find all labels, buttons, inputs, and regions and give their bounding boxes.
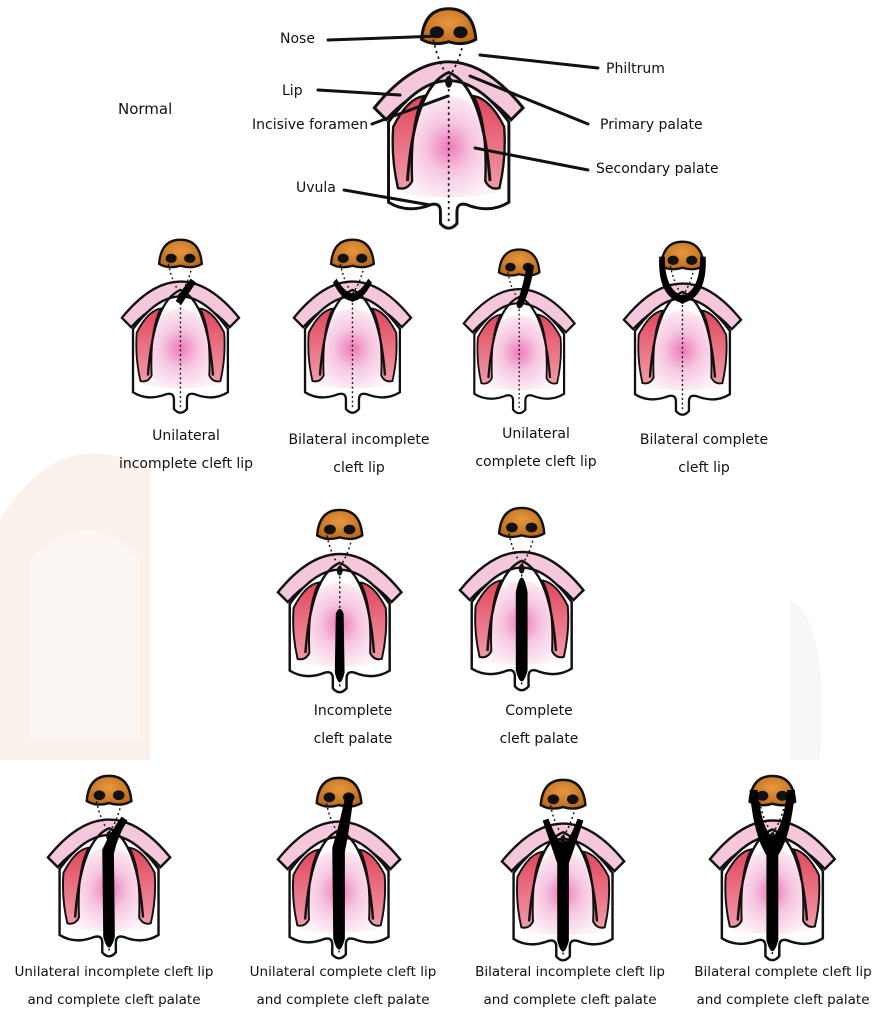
nose-shape [499,250,539,276]
leader-philtrum [480,55,598,68]
philtrum-label: Philtrum [606,61,665,77]
right-nostril [184,254,195,263]
caption-line2: and complete cleft palate [684,986,882,1014]
nose-shape [159,240,202,268]
nose-shape [499,508,544,537]
right-nostril [526,523,538,533]
figure-unilateral-incomplete-cleft-lip [122,240,239,413]
left-nostril [338,254,349,263]
caption-line1: Unilateral [456,420,616,448]
caption-incomplete-cleft-palate: Incomplete cleft palate [288,697,418,753]
left-nostril [94,790,106,800]
figure-normal [374,9,523,228]
nose-shape [661,242,704,270]
incisive-foramen-label: Incisive foramen [252,117,368,133]
caption-line2: and complete cleft palate [462,986,678,1014]
figure-bilateral-incomplete-cleft-lip [294,240,411,413]
left-nostril [668,256,679,265]
figure-unilateral-complete-cleft-lip-complete-cleft-palate [278,778,400,958]
figure-incomplete-cleft-palate [278,510,401,692]
caption-bilateral-complete-cleft-lip-complete-cleft-palate: Bilateral complete cleft lip and complet… [684,958,882,1014]
caption-line1: Bilateral incomplete [274,426,444,454]
caption-line1: Unilateral [106,422,266,450]
cleft-mark [335,609,345,683]
caption-bilateral-incomplete-cleft-lip-complete-cleft-palate: Bilateral incomplete cleft lip and compl… [462,958,678,1014]
caption-unilateral-incomplete-cleft-lip-complete-cleft-palate: Unilateral incomplete cleft lip and comp… [2,958,226,1014]
cleft-mark [516,578,528,682]
nose-shape [87,776,132,805]
right-nostril [113,790,125,800]
caption-line2: cleft palate [474,725,604,753]
normal-label: Normal [118,101,172,117]
figure-bilateral-complete-cleft-lip [624,242,741,415]
caption-line2: and complete cleft palate [238,986,448,1014]
figure-bilateral-incomplete-cleft-lip-complete-cleft-palate [502,780,624,960]
right-nostril [356,254,367,263]
uvula-label: Uvula [296,180,336,196]
left-nostril [166,254,177,263]
figure-unilateral-incomplete-cleft-lip-complete-cleft-palate [48,776,170,956]
caption-line2: complete cleft lip [456,448,616,476]
caption-line1: Incomplete [288,697,418,725]
right-nostril [686,256,697,265]
caption-bilateral-incomplete-cleft-lip: Bilateral incomplete cleft lip [274,426,444,482]
nose-shape [317,778,362,807]
caption-complete-cleft-palate: Complete cleft palate [474,697,604,753]
caption-line2: incomplete cleft lip [106,450,266,478]
caption-line2: cleft palate [288,725,418,753]
nose-label: Nose [280,31,315,47]
caption-unilateral-incomplete-cleft-lip: Unilateral incomplete cleft lip [106,422,266,478]
left-nostril [506,523,518,533]
caption-line2: cleft lip [624,454,784,482]
secondary-palate-label: Secondary palate [596,161,719,177]
primary-palate-label: Primary palate [600,117,703,133]
caption-bilateral-complete-cleft-lip: Bilateral complete cleft lip [624,426,784,482]
caption-line1: Unilateral complete cleft lip [238,958,448,986]
caption-line1: Unilateral incomplete cleft lip [2,958,226,986]
caption-unilateral-complete-cleft-lip: Unilateral complete cleft lip [456,420,616,476]
right-nostril [567,794,579,804]
right-nostril [453,26,467,38]
caption-line1: Bilateral incomplete cleft lip [462,958,678,986]
nose-shape [422,9,476,44]
incisive-foramen-dot [445,76,452,88]
caption-line1: Complete [474,697,604,725]
left-nostril [548,794,560,804]
nose-shape [331,240,374,268]
palate-figures [48,9,835,961]
caption-line2: and complete cleft palate [2,986,226,1014]
left-nostril [324,525,336,535]
figure-unilateral-complete-cleft-lip [464,250,575,414]
left-nostril [324,792,336,802]
incisive-foramen-dot [519,564,525,574]
figure-complete-cleft-palate [460,508,583,690]
left-nostril [505,263,516,272]
caption-unilateral-complete-cleft-lip-complete-cleft-palate: Unilateral complete cleft lip and comple… [238,958,448,1014]
nose-shape [541,780,586,809]
caption-line1: Bilateral complete [624,426,784,454]
right-nostril [344,525,356,535]
caption-line2: cleft lip [274,454,444,482]
incisive-foramen-dot [337,566,343,576]
figure-bilateral-complete-cleft-lip-complete-cleft-palate [710,776,835,960]
caption-line1: Bilateral complete cleft lip [684,958,882,986]
lip-label: Lip [282,83,303,99]
nose-shape [317,510,362,539]
